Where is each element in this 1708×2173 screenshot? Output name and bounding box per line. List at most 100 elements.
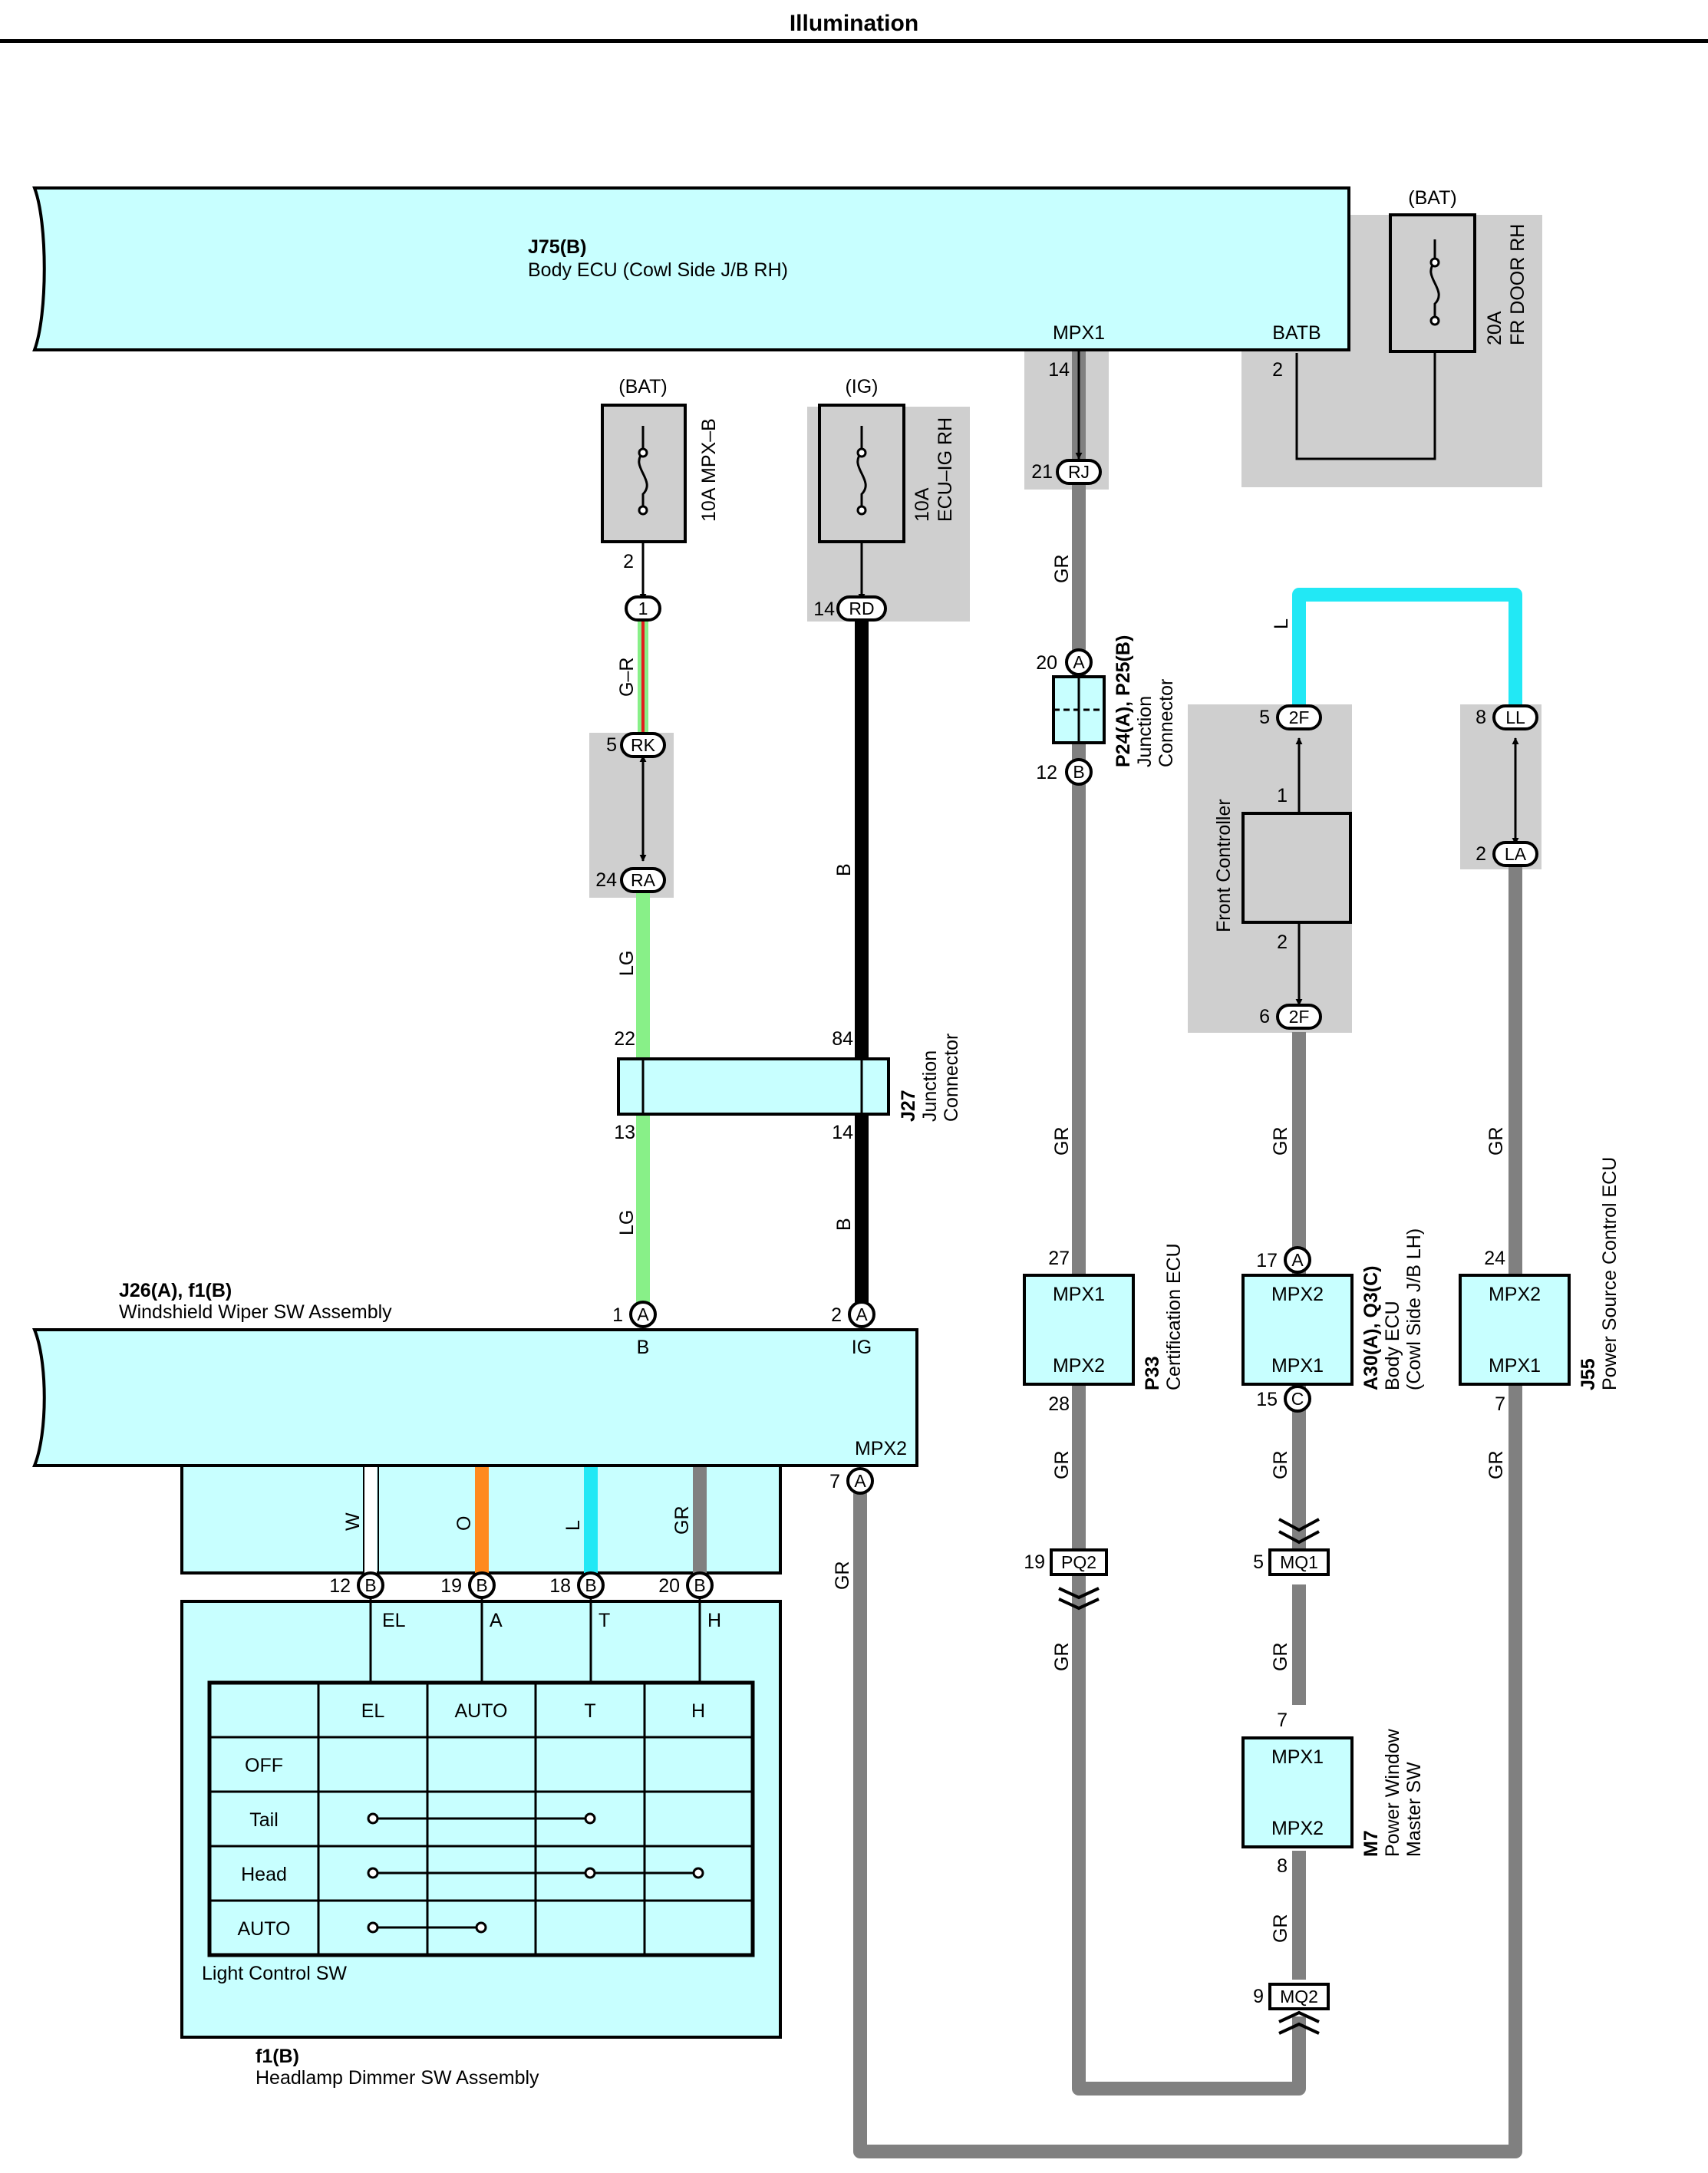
j75-connector: J75(B) xyxy=(528,236,586,258)
body-ecu-lh-num-bottom: 15 xyxy=(1256,1389,1278,1410)
ll-pin: 8 xyxy=(1476,707,1486,728)
wire-gray-mpx1 xyxy=(1072,351,1306,2096)
svg-text:GR: GR xyxy=(1270,1127,1291,1156)
headlamp-dimmer-name: Headlamp Dimmer SW Assembly xyxy=(256,2067,539,2089)
power-source-ecu-num-top: 24 xyxy=(1484,1248,1505,1269)
body-ecu-lh-connector: A30(A), Q3(C) xyxy=(1360,1265,1382,1390)
j27-pin-in-b: 84 xyxy=(832,1028,853,1050)
light-pin-0-letter: B xyxy=(364,1575,376,1595)
p24-pin-b: 12 xyxy=(1036,762,1057,783)
cert-ecu-num-top: 27 xyxy=(1048,1248,1070,1269)
table-header-h: H xyxy=(691,1700,705,1722)
light-pin-1-num: 19 xyxy=(440,1575,462,1597)
p24-name: Junction xyxy=(1134,696,1156,767)
window-sw-connector: M7 xyxy=(1360,1830,1382,1857)
mq1-pin: 5 xyxy=(1253,1551,1264,1573)
light-pin-3-letter: B xyxy=(694,1575,705,1595)
p24-pin-a-circle xyxy=(1065,648,1093,676)
light-sw-pins xyxy=(357,1571,714,1599)
table-header-auto: AUTO xyxy=(455,1700,508,1722)
light-pin-1-letter: B xyxy=(476,1575,487,1595)
body-ecu-lh-pin-bottom: MPX1 xyxy=(1271,1355,1324,1377)
front-controller-pin-top: 1 xyxy=(1277,785,1288,806)
p24-connector: P24(A), P25(B) xyxy=(1113,635,1134,767)
light-pin-3-num: 20 xyxy=(658,1575,680,1597)
2f-bottom-pin: 6 xyxy=(1259,1006,1270,1027)
j27-pin-in-lg: 22 xyxy=(614,1028,635,1050)
body-ecu-rh-name: Body ECU (Cowl Side J/B RH) xyxy=(528,259,788,281)
p24-name2: Connector xyxy=(1156,679,1177,767)
light-pin-2-letter: B xyxy=(585,1575,596,1595)
body-ecu-lh-name2: (Cowl Side J/B LH) xyxy=(1403,1228,1425,1390)
wiper-num-ig: 2 xyxy=(831,1304,842,1326)
window-sw-num-top: 7 xyxy=(1277,1710,1288,1731)
j27-pin-out-lg: 13 xyxy=(614,1122,635,1143)
connector-pills xyxy=(620,459,1538,1030)
svg-text:GR: GR xyxy=(1270,1914,1291,1944)
light-pin-3-label: H xyxy=(707,1610,721,1631)
fr-door-pin: 2 xyxy=(1272,359,1283,381)
wire-o-label: O xyxy=(453,1516,475,1531)
wiper-pin-ig: IG xyxy=(852,1337,872,1358)
svg-text:GR: GR xyxy=(1051,1127,1073,1156)
body-ecu-lh-box xyxy=(1241,1274,1354,1386)
mpx-b-fuse-source: (BAT) xyxy=(618,376,667,397)
conn-2f-top-id: 2F xyxy=(1289,707,1310,727)
svg-text:L: L xyxy=(1271,618,1292,629)
mq2-id: MQ2 xyxy=(1280,1987,1318,2006)
conn-ll-id: LL xyxy=(1505,707,1525,727)
svg-text:LG: LG xyxy=(616,951,638,976)
body-ecu-lh-pin-top: MPX2 xyxy=(1271,1284,1324,1305)
wiper-sw-name: Windshield Wiper SW Assembly xyxy=(119,1301,392,1323)
wiper-let-mpx2: A xyxy=(854,1471,866,1491)
wiper-sw-bar xyxy=(32,1328,918,1467)
p24-pin-b-circle xyxy=(1065,758,1093,786)
table-row-auto: AUTO xyxy=(238,1918,291,1940)
ecu-ig-fuse-name: ECU–IG RH xyxy=(935,417,956,522)
switch-table xyxy=(207,1680,755,1957)
wire-gray-return xyxy=(853,853,1522,2158)
body-ecu-lh-letter-top: A xyxy=(1291,1250,1304,1270)
table-header-t: T xyxy=(584,1700,595,1722)
front-controller-box xyxy=(1241,812,1352,924)
conn-rj-id: RJ xyxy=(1068,462,1090,482)
conn-rd-id: RD xyxy=(849,598,874,618)
pin-mpx1-label: MPX1 xyxy=(1053,322,1105,344)
body-ecu-lh-name: Body ECU xyxy=(1382,1301,1403,1390)
conn-la-id: LA xyxy=(1505,844,1527,864)
body-ecu-rh-bar xyxy=(32,186,1350,351)
p24-letter-a: A xyxy=(1073,652,1085,672)
rj-in-pin: 14 xyxy=(1048,359,1070,381)
j27-name2: Connector xyxy=(941,1034,962,1122)
mpx-b-fuse-label: 10A MPX–B xyxy=(698,418,720,522)
chevrons xyxy=(1058,1518,1320,2035)
light-pin-0-label: EL xyxy=(382,1610,406,1631)
j27-junction-box xyxy=(617,1057,890,1116)
conn-ra-id: RA xyxy=(631,870,656,890)
continuity-marks xyxy=(367,1812,704,1934)
rj-pin: 21 xyxy=(1031,461,1053,483)
p24-pin-a: 20 xyxy=(1036,652,1057,674)
window-sw-pin-top: MPX1 xyxy=(1271,1746,1324,1768)
svg-text:GR: GR xyxy=(1485,1451,1507,1480)
wire-labels: G–R LG LG B B GR GR GR GR GR GR GR GR GR… xyxy=(342,555,1507,1944)
fr-door-fuse-rating: 20A xyxy=(1484,311,1505,345)
svg-text:GR: GR xyxy=(1270,1643,1291,1672)
wiper-num-mpx2: 7 xyxy=(829,1471,840,1492)
power-source-ecu-pin-top: MPX2 xyxy=(1489,1284,1541,1305)
body-ecu-lh-letter-bottom: C xyxy=(1291,1389,1304,1409)
pq2-tag xyxy=(1050,1548,1108,1576)
svg-text:GR: GR xyxy=(1051,555,1073,584)
svg-text:B: B xyxy=(833,1218,855,1231)
table-row-off: OFF xyxy=(245,1755,283,1776)
title-rule xyxy=(0,39,1708,43)
light-control-sw-label: Light Control SW xyxy=(202,1963,347,1984)
mq2-pin: 9 xyxy=(1253,1986,1264,2007)
fr-door-fuse-name: FR DOOR RH xyxy=(1507,224,1528,345)
j27-connector: J27 xyxy=(898,1090,919,1122)
window-sw-num-bottom: 8 xyxy=(1277,1855,1288,1877)
conn-rk-id: RK xyxy=(631,735,656,755)
svg-text:GR: GR xyxy=(832,1561,853,1591)
window-sw-box xyxy=(1241,1736,1354,1848)
